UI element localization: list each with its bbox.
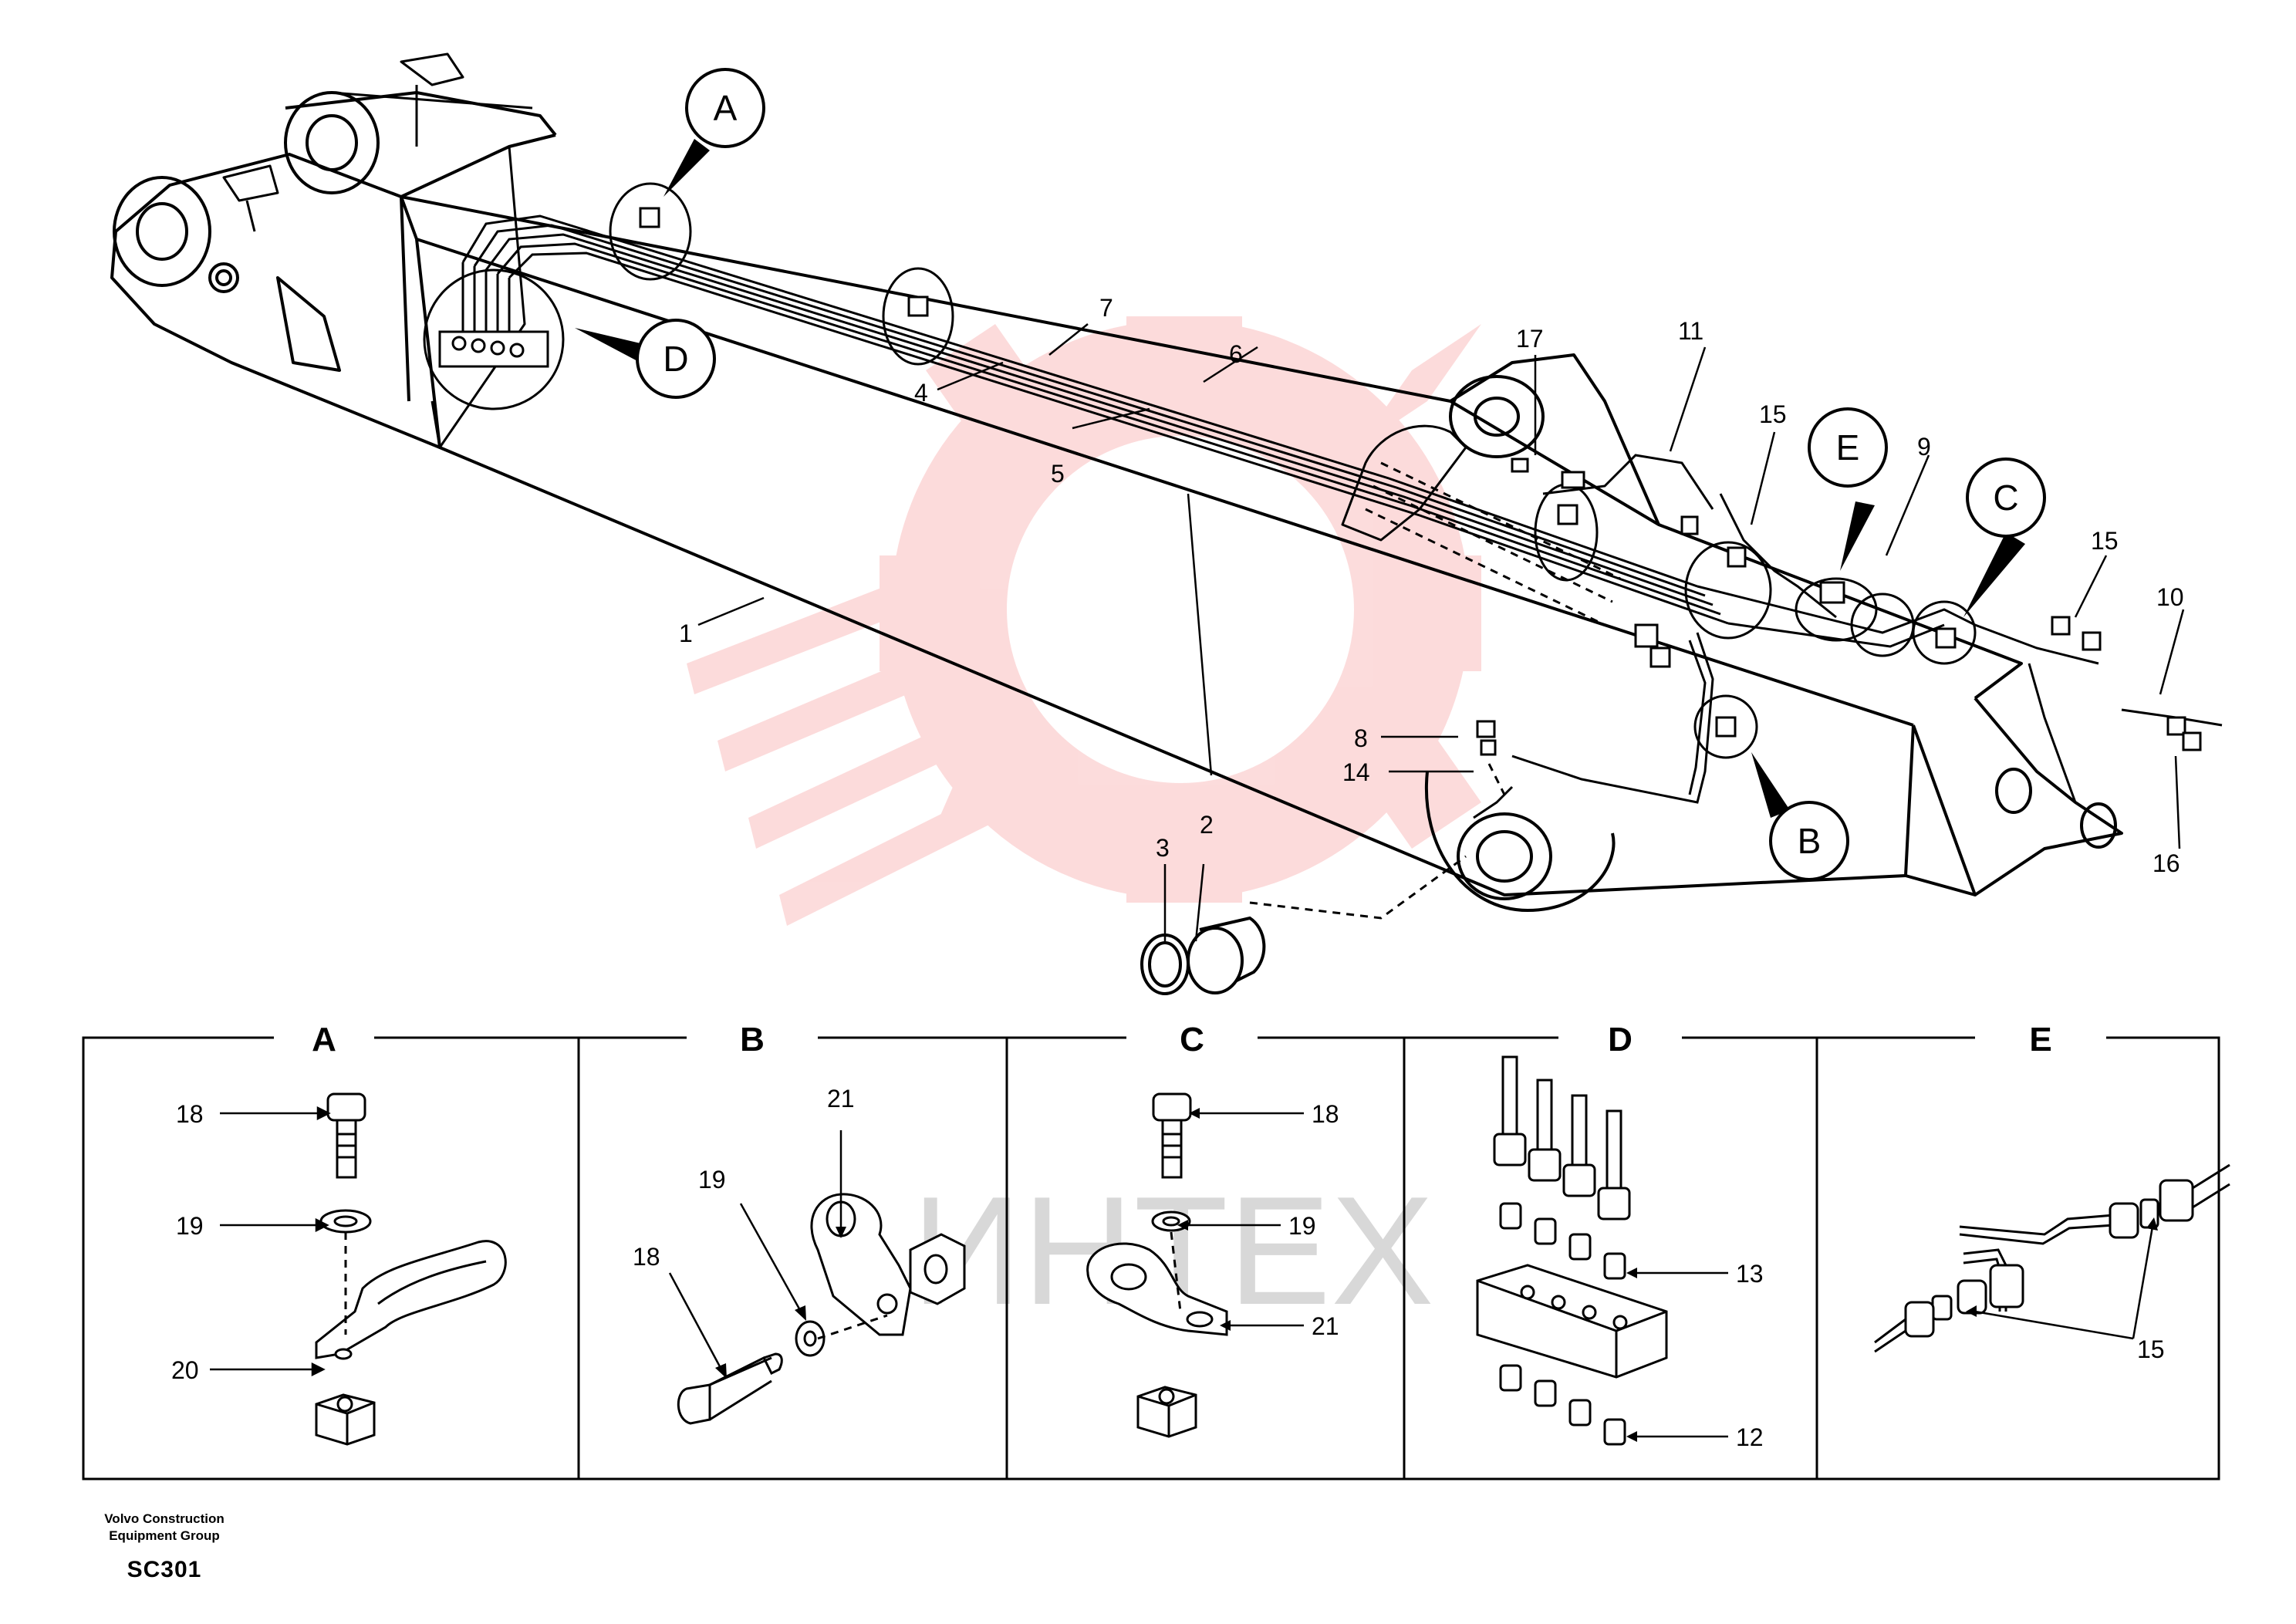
svg-text:21: 21 bbox=[1312, 1312, 1339, 1340]
panel-titles: A B C D E bbox=[312, 1021, 2052, 1058]
hydraulic-lines bbox=[461, 214, 2223, 804]
label-4: 4 bbox=[914, 379, 928, 407]
callout-B: B bbox=[1769, 801, 1849, 881]
label-17: 17 bbox=[1516, 325, 1544, 353]
svg-text:18: 18 bbox=[176, 1100, 204, 1128]
label-6: 6 bbox=[1229, 340, 1243, 368]
diagram-code: SC301 bbox=[127, 1557, 202, 1582]
footer: Volvo Construction Equipment Group SC301 bbox=[83, 1511, 245, 1583]
svg-text:19: 19 bbox=[176, 1212, 204, 1240]
panel-A bbox=[315, 1092, 507, 1446]
svg-text:19: 19 bbox=[698, 1166, 726, 1194]
panel-B bbox=[677, 1193, 966, 1425]
panel-B-title: B bbox=[740, 1021, 765, 1058]
panel-C bbox=[1086, 1092, 1228, 1438]
svg-text:18: 18 bbox=[1312, 1100, 1339, 1128]
label-7: 7 bbox=[1099, 294, 1113, 322]
label-15: 15 bbox=[2091, 527, 2119, 555]
panel-E-title: E bbox=[2029, 1021, 2051, 1058]
panel-D-leaders bbox=[1637, 1271, 1728, 1438]
label-1: 1 bbox=[679, 620, 693, 647]
panel-B-labels: 21 19 18 bbox=[633, 1085, 855, 1271]
svg-text:19: 19 bbox=[1288, 1212, 1316, 1240]
svg-text:18: 18 bbox=[633, 1243, 660, 1271]
panel-C-title: C bbox=[1180, 1021, 1204, 1058]
callout-A: A bbox=[685, 68, 765, 148]
label-3: 3 bbox=[1156, 834, 1170, 862]
label-2: 2 bbox=[1200, 811, 1214, 839]
hidden-lines bbox=[1249, 461, 1621, 920]
panel-A-labels: 18 19 20 bbox=[171, 1100, 204, 1384]
leader-lines bbox=[697, 323, 2185, 942]
label-10: 10 bbox=[2156, 583, 2184, 611]
detail-circles bbox=[423, 182, 1977, 759]
panel-E bbox=[1874, 1163, 2230, 1353]
company-name-line1: Volvo Construction bbox=[104, 1511, 225, 1526]
company-name-line2: Equipment Group bbox=[109, 1528, 220, 1543]
label-8: 8 bbox=[1354, 724, 1368, 752]
manifold-block bbox=[438, 330, 549, 368]
panel-D-title: D bbox=[1608, 1021, 1633, 1058]
panel-C-labels: 18 19 21 bbox=[1288, 1100, 1339, 1340]
boom-assembly bbox=[110, 52, 2123, 912]
panel-A-leaders bbox=[210, 1106, 331, 1377]
panel-D-labels: 13 12 bbox=[1736, 1260, 1764, 1451]
callout-pointers bbox=[575, 139, 2025, 818]
fittings bbox=[1476, 457, 2202, 756]
svg-text:12: 12 bbox=[1736, 1423, 1764, 1451]
svg-text:E: E bbox=[1836, 427, 1860, 468]
svg-text:C: C bbox=[1993, 478, 2018, 518]
watermark-logo bbox=[687, 316, 1481, 926]
part-labels: 1 2 3 4 5 6 7 8 9 10 11 14 15 15 16 17 bbox=[679, 294, 2184, 877]
label-14: 14 bbox=[1342, 758, 1370, 786]
svg-text:B: B bbox=[1798, 821, 1822, 861]
panel-E-labels: 15 bbox=[2137, 1335, 2165, 1363]
panel-B-leaders bbox=[668, 1130, 842, 1370]
callout-E: E bbox=[1808, 407, 1888, 488]
callout-C: C bbox=[1966, 457, 2046, 538]
svg-text:A: A bbox=[714, 88, 738, 128]
pipe-clamps bbox=[639, 207, 1957, 738]
label-5: 5 bbox=[1051, 460, 1065, 488]
svg-text:20: 20 bbox=[171, 1356, 199, 1384]
panel-D bbox=[1476, 1055, 1668, 1446]
label-16: 16 bbox=[2152, 849, 2180, 877]
label-11: 11 bbox=[1678, 317, 1703, 345]
svg-text:13: 13 bbox=[1736, 1260, 1764, 1288]
svg-text:21: 21 bbox=[827, 1085, 855, 1112]
label-15: 15 bbox=[1759, 400, 1787, 428]
panel-E-leaders bbox=[1974, 1226, 2154, 1340]
label-9: 9 bbox=[1917, 433, 1931, 461]
callout-D: D bbox=[636, 319, 716, 399]
svg-text:D: D bbox=[663, 339, 688, 379]
bushing-parts bbox=[1140, 916, 1266, 995]
svg-text:15: 15 bbox=[2137, 1335, 2165, 1363]
panel-A-title: A bbox=[312, 1021, 336, 1058]
panel-C-leaders bbox=[1188, 1112, 1304, 1327]
